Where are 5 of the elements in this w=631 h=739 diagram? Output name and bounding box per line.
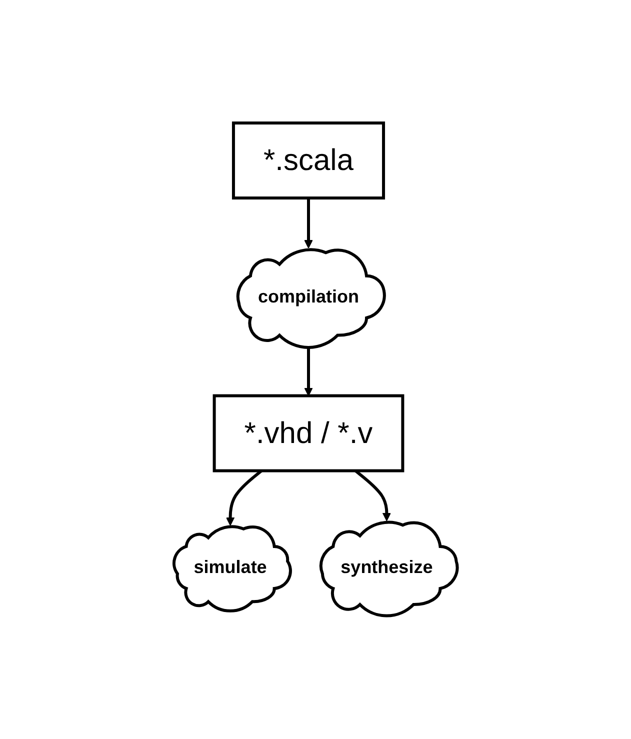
node-box: *.scala (232, 122, 385, 200)
node-box: *.vhd / *.v (212, 394, 404, 472)
arrow (226, 470, 262, 526)
arrow (354, 470, 391, 522)
arrow (304, 198, 313, 248)
